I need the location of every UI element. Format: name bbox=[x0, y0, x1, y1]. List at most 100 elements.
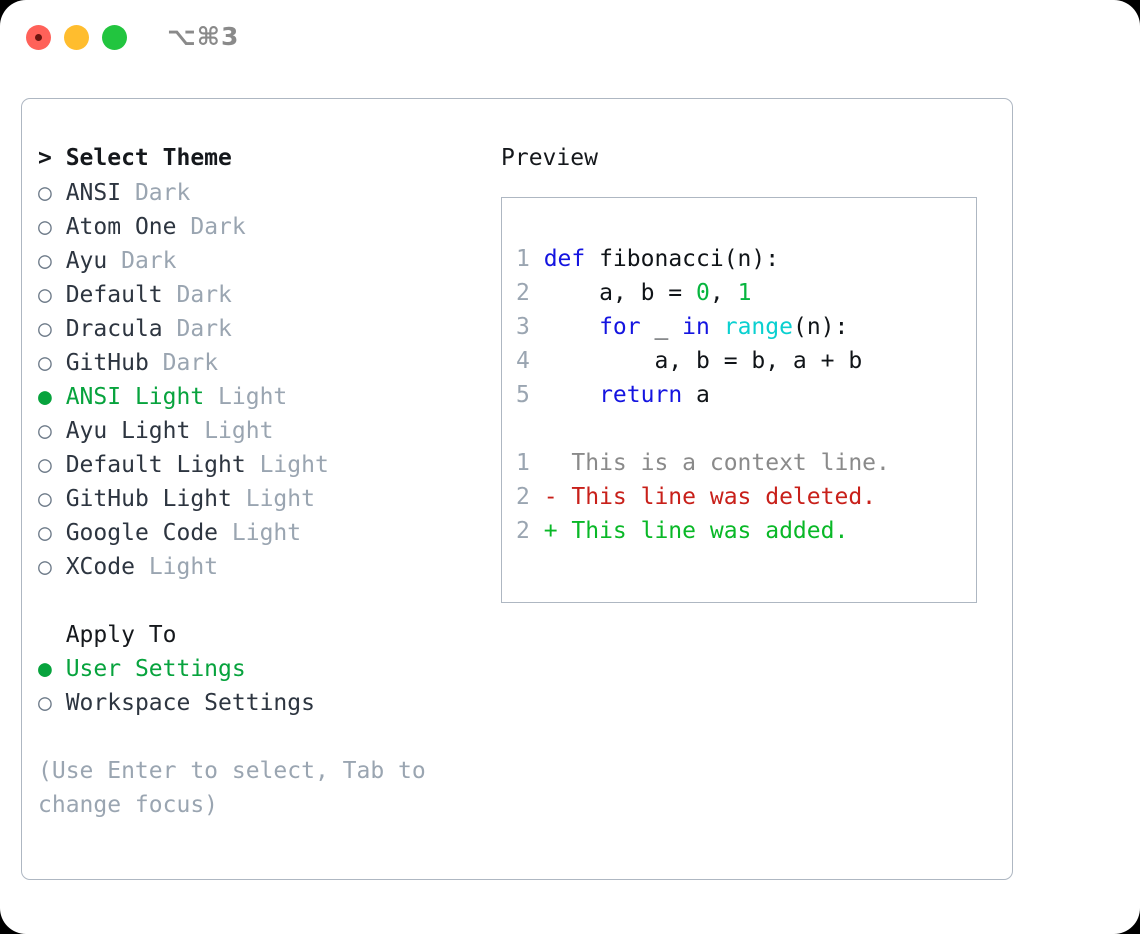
line-number: 5 bbox=[516, 382, 530, 408]
diff-text: - This line was deleted. bbox=[543, 484, 877, 510]
theme-list-item[interactable]: ○ Default Dark bbox=[38, 278, 498, 312]
code-token: 0 bbox=[696, 280, 710, 306]
theme-list-item[interactable]: ○ XCode Light bbox=[38, 550, 498, 584]
code-token: a bbox=[682, 382, 710, 408]
code-token: range bbox=[723, 314, 793, 340]
diff-text: This is a context line. bbox=[543, 450, 890, 476]
theme-list-item[interactable]: ○ Ayu Dark bbox=[38, 244, 498, 278]
theme-list-item[interactable]: ○ ANSI Dark bbox=[38, 176, 498, 210]
code-line: 3 for _ in range(n): bbox=[516, 310, 972, 344]
theme-variant-label: Dark bbox=[162, 350, 219, 376]
diff-line: 1 This is a context line. bbox=[516, 446, 972, 480]
preview-heading: Preview bbox=[501, 145, 598, 171]
theme-picker-column: > Select Theme ○ ANSI Dark○ Atom One Dar… bbox=[38, 141, 498, 822]
apply-to-label: User Settings bbox=[65, 656, 246, 682]
theme-variant-label: Light bbox=[259, 452, 329, 478]
code-token: a, b = b, a + b bbox=[543, 348, 863, 374]
theme-list-item[interactable]: ○ GitHub Dark bbox=[38, 346, 498, 380]
theme-name: ANSI Light bbox=[65, 384, 205, 410]
radio-unselected-icon: ○ bbox=[38, 486, 52, 512]
theme-list-item[interactable]: ○ Atom One Dark bbox=[38, 210, 498, 244]
theme-variant-label: Dark bbox=[176, 282, 232, 308]
line-number: 1 bbox=[516, 246, 530, 272]
close-window-icon[interactable] bbox=[26, 25, 51, 50]
minimize-window-icon[interactable] bbox=[64, 25, 89, 50]
radio-unselected-icon: ○ bbox=[38, 520, 52, 546]
code-line: 5 return a bbox=[516, 378, 972, 412]
code-sample: 1 def fibonacci(n): 2 a, b = 0, 1 3 for _ i… bbox=[516, 242, 972, 412]
code-token: 1 bbox=[737, 280, 752, 306]
radio-unselected-icon: ○ bbox=[38, 248, 52, 274]
code-token: _ bbox=[640, 314, 683, 340]
line-number: 3 bbox=[516, 314, 530, 340]
diff-line: 2 - This line was deleted. bbox=[516, 480, 972, 514]
radio-unselected-icon: ○ bbox=[38, 350, 52, 376]
theme-variant-label: Light bbox=[148, 554, 219, 580]
theme-name: Dracula bbox=[65, 316, 163, 342]
code-token bbox=[710, 314, 724, 340]
theme-name: XCode bbox=[65, 554, 135, 580]
preview-column: Preview 1 def fibonacci(n): 2 a, b = 0, 1 3… bbox=[501, 141, 991, 603]
theme-variant-label: Dark bbox=[176, 316, 232, 342]
code-token: fibonacci(n): bbox=[585, 246, 780, 272]
code-token bbox=[544, 382, 599, 408]
theme-name: Atom One bbox=[65, 214, 177, 240]
code-token: , bbox=[709, 280, 738, 306]
theme-list-item[interactable]: ○ GitHub Light Light bbox=[38, 482, 498, 516]
theme-name: ANSI bbox=[65, 180, 122, 206]
theme-variant-label: Light bbox=[245, 486, 315, 512]
theme-variant-label: Dark bbox=[121, 248, 177, 274]
theme-variant-label: Light bbox=[204, 418, 274, 444]
radio-unselected-icon: ○ bbox=[38, 316, 52, 342]
theme-list-item[interactable]: ○ Google Code Light bbox=[38, 516, 498, 550]
code-token: (n): bbox=[792, 314, 849, 340]
title-bar: ⌥⌘3 bbox=[0, 0, 1140, 78]
apply-to-item[interactable]: ● User Settings bbox=[38, 652, 498, 686]
theme-name: GitHub bbox=[65, 350, 149, 376]
theme-list-item[interactable]: ○ Ayu Light Light bbox=[38, 414, 498, 448]
line-number: 2 bbox=[516, 484, 530, 510]
radio-unselected-icon: ○ bbox=[38, 214, 52, 240]
code-token bbox=[544, 314, 599, 340]
radio-selected-icon: ● bbox=[38, 656, 52, 682]
radio-unselected-icon: ○ bbox=[38, 554, 52, 580]
code-token: for bbox=[599, 314, 641, 340]
theme-variant-label: Dark bbox=[134, 180, 191, 206]
theme-name: Ayu Light bbox=[65, 418, 191, 444]
theme-name: Default bbox=[65, 282, 163, 308]
maximize-window-icon[interactable] bbox=[102, 25, 127, 50]
radio-unselected-icon: ○ bbox=[38, 180, 52, 206]
line-number: 1 bbox=[516, 450, 530, 476]
radio-unselected-icon: ○ bbox=[38, 282, 52, 308]
apply-to-label: Workspace Settings bbox=[65, 690, 315, 716]
theme-variant-label: Light bbox=[231, 520, 302, 546]
theme-list-item[interactable]: ● ANSI Light Light bbox=[38, 380, 498, 414]
line-number: 2 bbox=[516, 280, 530, 306]
diff-sample: 1 This is a context line. 2 - This line wa… bbox=[516, 446, 972, 548]
theme-name: Ayu bbox=[65, 248, 108, 274]
theme-list: ○ ANSI Dark○ Atom One Dark○ Ayu Dark○ De… bbox=[38, 176, 498, 584]
apply-to-item[interactable]: ○ Workspace Settings bbox=[38, 686, 498, 720]
theme-name: Default Light bbox=[65, 452, 246, 478]
theme-list-item[interactable]: ○ Default Light Light bbox=[38, 448, 498, 482]
code-token: a, b = bbox=[543, 280, 697, 306]
apply-to-list: ● User Settings○ Workspace Settings bbox=[38, 652, 498, 720]
theme-list-item[interactable]: ○ Dracula Dark bbox=[38, 312, 498, 346]
radio-unselected-icon: ○ bbox=[38, 690, 52, 716]
radio-unselected-icon: ○ bbox=[38, 418, 52, 444]
code-line: 1 def fibonacci(n): bbox=[516, 242, 972, 276]
code-line: 4 a, b = b, a + b bbox=[516, 344, 972, 378]
keyboard-shortcut-label: ⌥⌘3 bbox=[167, 22, 240, 51]
line-number: 2 bbox=[516, 518, 530, 544]
radio-unselected-icon: ○ bbox=[38, 452, 52, 478]
theme-picker-heading: > Select Theme bbox=[38, 145, 232, 171]
code-token: in bbox=[682, 314, 710, 340]
apply-to-heading: Apply To bbox=[38, 622, 177, 648]
radio-selected-icon: ● bbox=[38, 384, 52, 410]
diff-text: + This line was added. bbox=[543, 518, 849, 544]
code-token: def bbox=[543, 246, 586, 272]
preview-box: 1 def fibonacci(n): 2 a, b = 0, 1 3 for _ i… bbox=[501, 197, 977, 603]
diff-line: 2 + This line was added. bbox=[516, 514, 972, 548]
theme-variant-label: Dark bbox=[190, 214, 246, 240]
